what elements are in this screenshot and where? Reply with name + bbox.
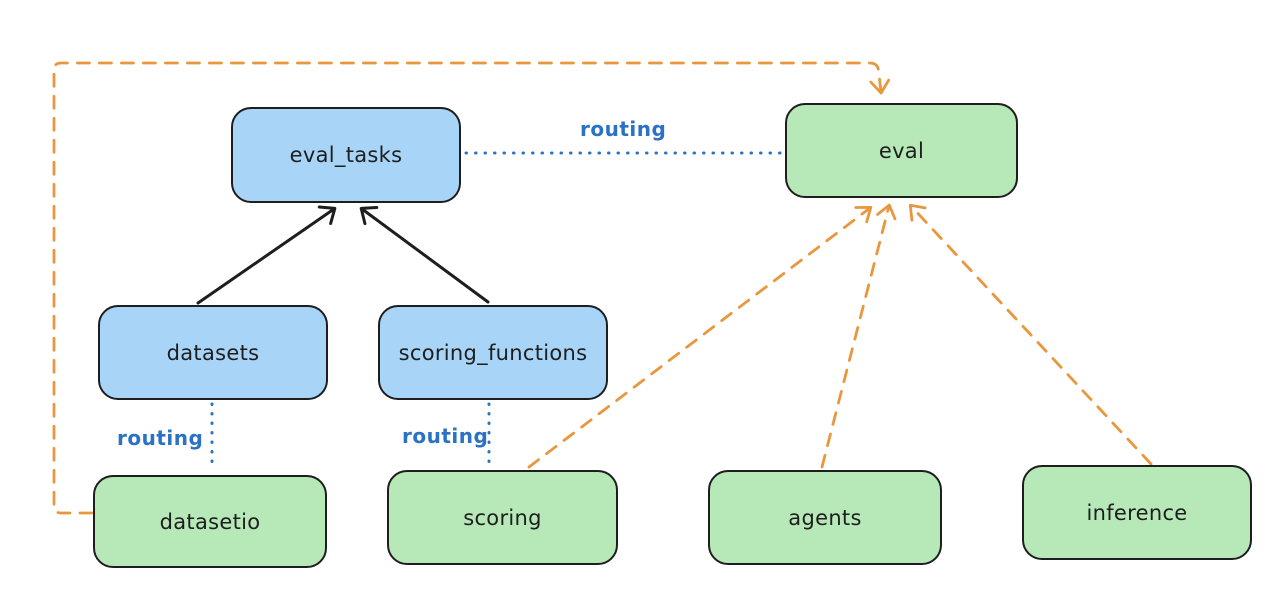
node-eval-label: eval [878, 138, 925, 163]
edge-inference-to-eval [908, 203, 1153, 466]
edge-label-routing-top: routing [580, 117, 667, 141]
node-scoring-label: scoring [463, 505, 542, 530]
node-agents: agents [708, 470, 942, 565]
node-scoring-functions: scoring_functions [378, 305, 608, 400]
node-agents-label: agents [788, 505, 862, 530]
edge-agents-to-eval [820, 203, 897, 469]
node-inference-label: inference [1086, 500, 1188, 525]
node-datasets: datasets [98, 305, 328, 400]
node-inference: inference [1022, 465, 1252, 560]
edge-scoring-functions-to-eval-tasks [359, 205, 490, 304]
edge-datasetio-to-eval [52, 61, 891, 515]
node-scoring: scoring [387, 470, 618, 565]
edge-label-routing-mid: routing [402, 424, 489, 448]
edge-scoring-to-eval [527, 205, 873, 469]
node-eval-tasks-label: eval_tasks [289, 143, 403, 167]
edge-datasets-to-eval-tasks [196, 205, 337, 305]
node-datasets-label: datasets [166, 340, 260, 365]
node-datasetio-label: datasetio [159, 509, 261, 534]
node-eval: eval [785, 103, 1018, 198]
node-datasetio: datasetio [93, 475, 327, 568]
node-scoring-functions-label: scoring_functions [398, 340, 588, 365]
edge-label-routing-left: routing [117, 426, 204, 450]
node-eval-tasks: eval_tasks [231, 107, 461, 203]
